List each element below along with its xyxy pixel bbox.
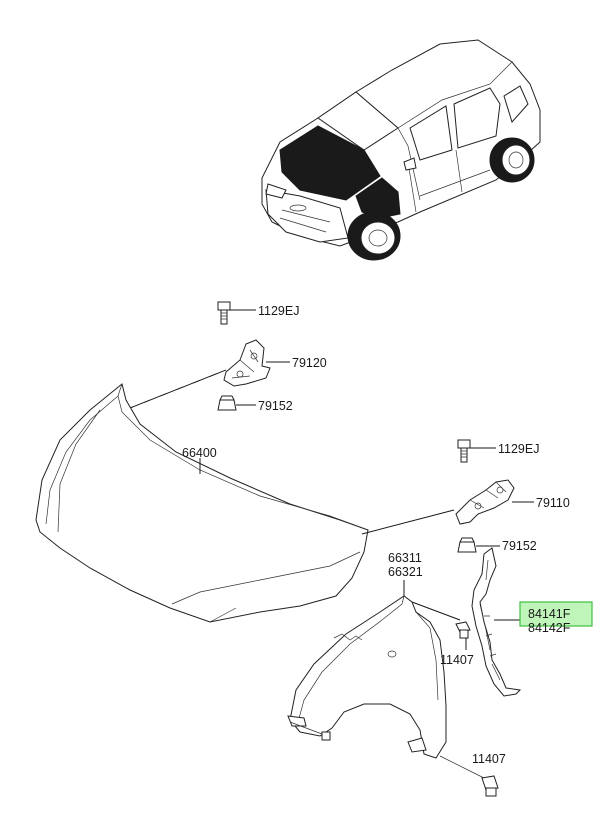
label-hood-panel: 66400: [182, 446, 217, 460]
fender-shield: [471, 547, 522, 697]
label-bumper-left: 79152: [258, 399, 293, 413]
highlighted-part-box[interactable]: [519, 601, 593, 627]
label-bolt-hinge-right: 1129EJ: [498, 442, 539, 456]
fender-panel: [287, 595, 447, 759]
label-hinge-left: 79120: [292, 356, 327, 370]
hinge-right-assembly: [455, 439, 534, 553]
bumper-left-icon: [217, 399, 237, 411]
hinge-left-assembly: [129, 301, 290, 411]
bolt-right-icon: [457, 439, 471, 449]
vehicle-illustration: [261, 39, 541, 261]
label-hinge-right: 79110: [536, 496, 570, 510]
label-fender-left: 66311: [388, 551, 422, 565]
bolt-left-icon: [217, 301, 231, 311]
fender-bolt-upper-icon: [455, 621, 471, 639]
label-fender-right: 66321: [388, 565, 423, 579]
label-bolt-hinge-left: 1129EJ: [258, 304, 299, 318]
label-fender-bolt-upper: 11407: [440, 653, 474, 667]
hinge-right-icon: [455, 479, 515, 525]
label-shield-left[interactable]: 84141F: [528, 607, 571, 621]
hood-panel: [35, 383, 369, 623]
bumper-right-icon: [457, 541, 477, 553]
hinge-left-icon: [223, 339, 271, 387]
label-bumper-right: 79152: [502, 539, 537, 553]
label-shield-right: 84142F: [528, 621, 571, 635]
label-fender-bolt-lower: 11407: [472, 752, 506, 766]
fender-bolt-lower-icon: [439, 755, 499, 797]
